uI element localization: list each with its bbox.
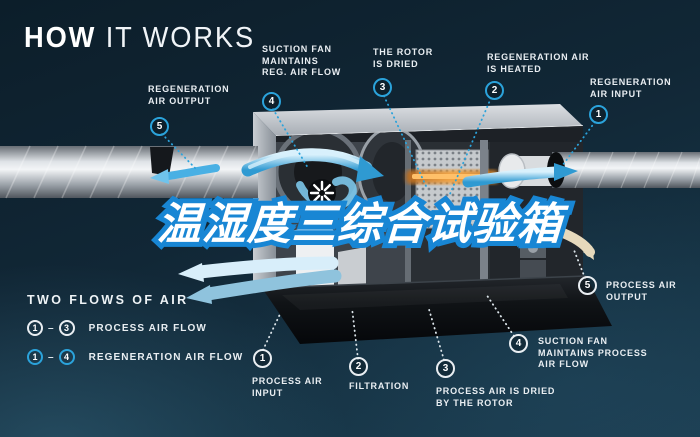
callout-label: REGENERATION AIR IS HEATED — [487, 52, 590, 74]
callout-regeneration-air-input: REGENERATION AIR INPUT 1 — [589, 77, 672, 124]
callout-suction-fan-process: 4 SUCTION FAN MAINTAINS PROCESS AIR FLOW — [509, 334, 647, 371]
step-badge-regen-3: 3 — [373, 78, 392, 97]
leader-lines — [161, 95, 596, 361]
legend-badge-to: 3 — [58, 320, 75, 336]
callout-label: SUCTION FAN MAINTAINS PROCESS AIR FLOW — [538, 336, 648, 369]
callout-filtration: 2 FILTRATION — [349, 357, 409, 393]
callout-label: SUCTION FAN MAINTAINS REG. AIR FLOW — [262, 44, 342, 77]
step-badge-process-1: 1 — [253, 349, 272, 368]
callout-process-air-input: 1 PROCESS AIR INPUT — [252, 349, 322, 399]
legend-badge-from: 1 — [27, 349, 43, 365]
legend-label-regeneration: REGENERATION AIR FLOW — [88, 351, 244, 363]
step-badge-process-2: 2 — [349, 357, 368, 376]
watermark-fill: 温湿度三综合试验箱 — [155, 200, 564, 249]
callout-label: FILTRATION — [349, 381, 410, 391]
legend-label-process: PROCESS AIR FLOW — [88, 322, 207, 334]
page-title: HOW IT WORKS — [24, 22, 255, 55]
callout-regeneration-air-output: REGENERATION AIR OUTPUT 5 — [148, 84, 230, 136]
airflow-arrows — [178, 148, 595, 304]
legend-badge-from: 1 — [27, 320, 43, 336]
left-duct — [0, 145, 258, 199]
callout-rotor-is-dried: THE ROTOR IS DRIED 3 — [373, 47, 434, 97]
step-badge-regen-5: 5 — [150, 117, 169, 136]
callout-regeneration-air-heated: REGENERATION AIR IS HEATED 2 — [485, 52, 590, 100]
legend-row-regeneration: 1 – 4 REGENERATION AIR FLOW — [27, 349, 243, 365]
step-badge-process-3: 3 — [436, 359, 455, 378]
fan-icon — [308, 179, 336, 207]
title-bold: HOW — [24, 22, 97, 54]
legend-row-process: 1 – 3 PROCESS AIR FLOW — [27, 320, 243, 336]
step-badge-process-4: 4 — [509, 334, 528, 353]
callout-process-air-dried: 3 PROCESS AIR IS DRIED BY THE ROTOR — [436, 359, 555, 409]
legend-dash: – — [48, 322, 54, 334]
step-badge-regen-2: 2 — [485, 81, 504, 100]
legend-dash: – — [48, 351, 54, 363]
step-badge-regen-1: 1 — [589, 105, 608, 124]
right-duct — [547, 151, 700, 189]
title-light: IT WORKS — [96, 22, 256, 54]
callout-process-air-output: 5 PROCESS AIR OUTPUT — [578, 276, 676, 303]
legend-badge-to: 4 — [58, 349, 75, 365]
step-badge-process-5: 5 — [578, 276, 597, 295]
watermark-text: 温湿度三综合试验箱 温湿度三综合试验箱 — [138, 188, 581, 254]
callout-label: PROCESS AIR INPUT — [252, 376, 323, 398]
callout-label: REGENERATION AIR OUTPUT — [148, 84, 230, 106]
legend: TWO FLOWS OF AIR 1 – 3 PROCESS AIR FLOW … — [27, 293, 243, 365]
callout-label: THE ROTOR IS DRIED — [373, 47, 434, 69]
callout-label: PROCESS AIR IS DRIED BY THE ROTOR — [436, 386, 556, 408]
step-badge-regen-4: 4 — [262, 92, 281, 111]
callout-label: PROCESS AIR OUTPUT — [606, 280, 677, 302]
legend-heading: TWO FLOWS OF AIR — [27, 293, 189, 307]
callout-label: REGENERATION AIR INPUT — [590, 77, 672, 99]
callout-suction-fan-reg: SUCTION FAN MAINTAINS REG. AIR FLOW 4 — [262, 44, 342, 111]
